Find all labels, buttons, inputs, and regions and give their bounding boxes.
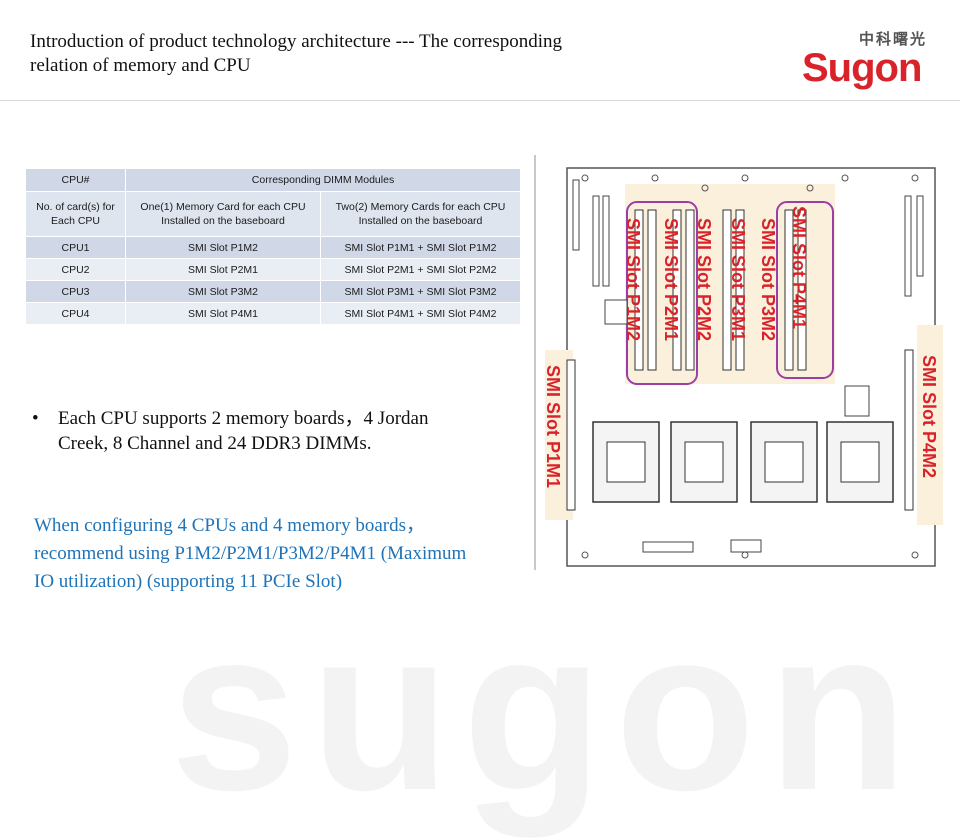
cpu-dimm-table: CPU# Corresponding DIMM Modules No. of c…	[25, 168, 521, 325]
table-cell: CPU1	[25, 236, 126, 259]
pcie-slots-left	[572, 179, 610, 287]
highlight-box-p4	[776, 201, 834, 379]
slot-label: SMI Slot P2M1	[661, 218, 681, 341]
vertical-divider	[534, 155, 536, 570]
sugon-logo: 中科曙光 Sugon	[800, 20, 945, 90]
table-row: CPU4 SMI Slot P4M1 SMI Slot P4M1 + SMI S…	[25, 302, 521, 325]
table-subheader-row: No. of card(s) for Each CPU One(1) Memor…	[25, 191, 521, 237]
table-cell: SMI Slot P2M1	[125, 258, 321, 281]
bullet-dot-icon: •	[32, 408, 39, 429]
table-row: CPU1 SMI Slot P1M2 SMI Slot P1M1 + SMI S…	[25, 236, 521, 259]
table-cell: SMI Slot P2M1 + SMI Slot P2M2	[320, 258, 521, 281]
table-header-cell: CPU#	[25, 168, 126, 192]
cpu-socket-cores	[606, 441, 880, 483]
table-row: CPU3 SMI Slot P3M2 SMI Slot P3M1 + SMI S…	[25, 280, 521, 303]
bullet-text: Each CPU supports 2 memory boards，4 Jord…	[58, 408, 429, 454]
side-label-left: SMI Slot P1M1	[545, 365, 563, 488]
page-title: Introduction of product technology archi…	[30, 31, 562, 76]
slot-label: SMI Slot P3M1	[728, 218, 748, 341]
table-cell: SMI Slot P4M1 + SMI Slot P4M2	[320, 302, 521, 325]
motherboard-diagram: SMI Slot P1M2 SMI Slot P2M1 SMI Slot P2M…	[545, 167, 943, 567]
cpu-sockets	[592, 421, 894, 503]
misc-connectors	[604, 299, 870, 553]
table-subheader-cell: No. of card(s) for Each CPU	[25, 191, 126, 237]
table-header-cell: Corresponding DIMM Modules	[125, 168, 521, 192]
table-subheader-cell: One(1) Memory Card for each CPU Installe…	[125, 191, 321, 237]
table-subheader-cell: Two(2) Memory Cards for each CPU Install…	[320, 191, 521, 237]
table-row: CPU2 SMI Slot P2M1 SMI Slot P2M1 + SMI S…	[25, 258, 521, 281]
watermark: sugon	[170, 581, 920, 838]
table-header-row: CPU# Corresponding DIMM Modules	[25, 168, 521, 192]
slot-label: SMI Slot P4M1	[789, 206, 809, 329]
table-cell: SMI Slot P3M2	[125, 280, 321, 303]
smi-slots	[566, 209, 914, 511]
table-cell: SMI Slot P1M2	[125, 236, 321, 259]
slot-label: SMI Slot P3M2	[758, 218, 778, 341]
mounting-holes	[581, 174, 919, 559]
table-cell: SMI Slot P1M1 + SMI Slot P1M2	[320, 236, 521, 259]
header-divider	[0, 100, 960, 101]
pcie-slots-right	[904, 195, 924, 297]
table-cell: SMI Slot P3M1 + SMI Slot P3M2	[320, 280, 521, 303]
table-cell: CPU4	[25, 302, 126, 325]
slot-label: SMI Slot P1M2	[623, 218, 643, 341]
side-label-right: SMI Slot P4M2	[919, 355, 939, 478]
table-cell: SMI Slot P4M1	[125, 302, 321, 325]
bullet-item: • Each CPU supports 2 memory boards，4 Jo…	[32, 406, 472, 456]
logo-english-text: Sugon	[802, 46, 922, 90]
highlight-box-p1-p2	[626, 201, 698, 385]
table-cell: CPU3	[25, 280, 126, 303]
slot-label: SMI Slot P2M2	[694, 218, 714, 341]
table-cell: CPU2	[25, 258, 126, 281]
recommendation-note: When configuring 4 CPUs and 4 memory boa…	[34, 515, 467, 592]
highlight-band	[917, 325, 943, 525]
logo-chinese-text: 中科曙光	[858, 30, 927, 48]
